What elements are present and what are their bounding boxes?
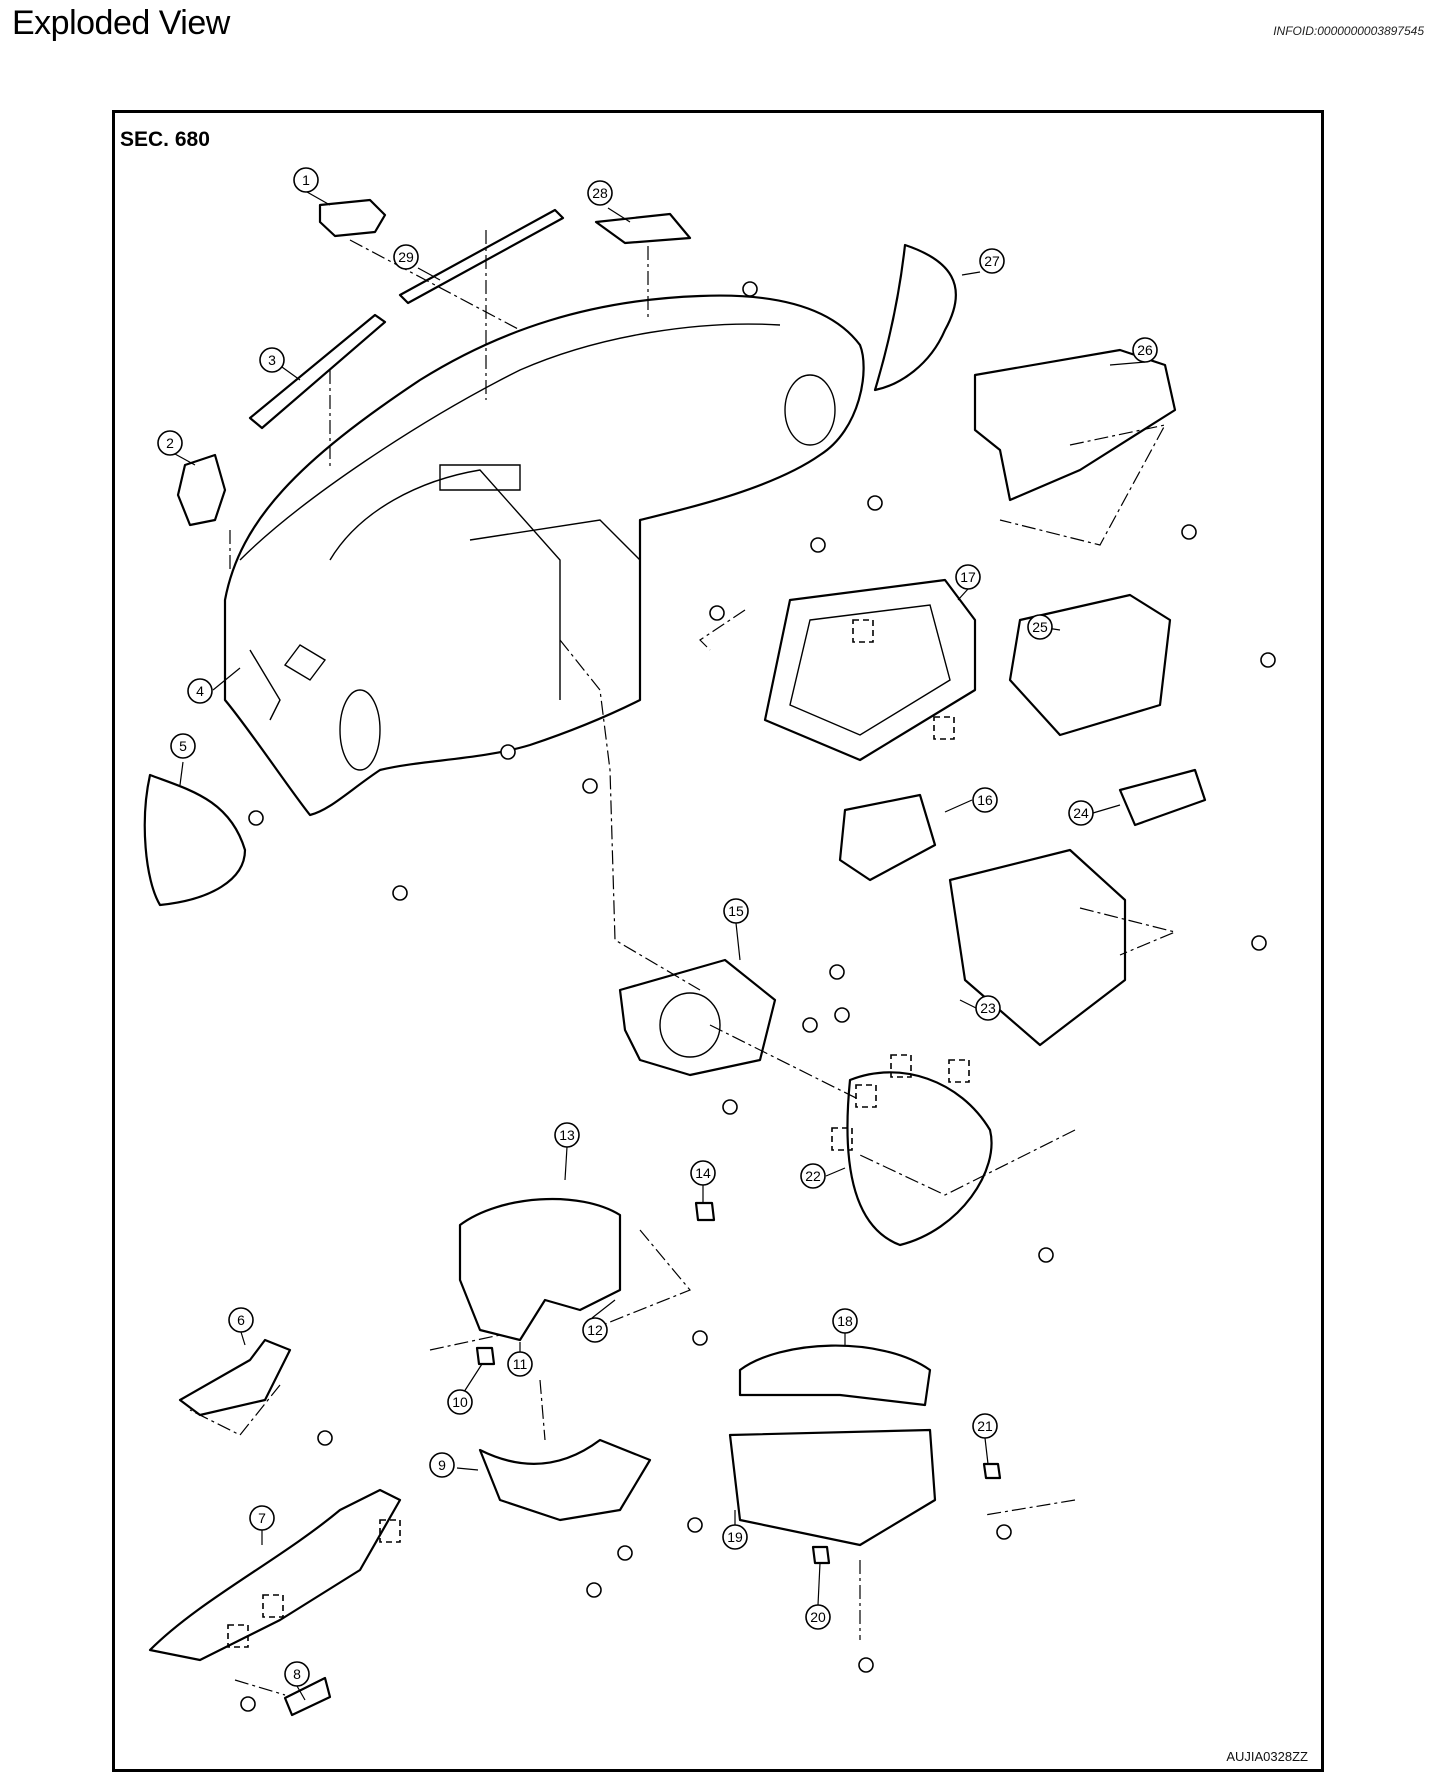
part-20-clip: [811, 1545, 831, 1565]
part-24-finisher: [1118, 768, 1207, 827]
svg-text:2: 2: [166, 435, 174, 451]
part-27-finisher: [873, 243, 957, 392]
callout-19: 19: [722, 1524, 748, 1550]
part-28-cover: [594, 212, 692, 245]
clip-markers: [227, 619, 970, 1648]
svg-text:20: 20: [810, 1609, 826, 1625]
callout-9: 9: [429, 1452, 455, 1478]
callout-28: 28: [587, 180, 613, 206]
callout-2: 2: [157, 430, 183, 456]
callout-4: 4: [187, 678, 213, 704]
svg-text:22: 22: [805, 1168, 821, 1184]
callout-11: 11: [507, 1351, 533, 1377]
svg-text:17: 17: [960, 569, 976, 585]
part-5-side-finisher: [143, 773, 247, 907]
callout-5: 5: [170, 733, 196, 759]
callout-27: 27: [979, 248, 1005, 274]
info-id: INFOID:0000000003897545: [1273, 24, 1424, 38]
svg-text:7: 7: [258, 1510, 266, 1526]
reference-code: AUJIA0328ZZ: [1226, 1749, 1308, 1764]
part-2-cover: [176, 453, 227, 527]
callout-29: 29: [393, 244, 419, 270]
diagram-frame: [112, 110, 1324, 1772]
svg-text:23: 23: [980, 1000, 996, 1016]
callout-17: 17: [955, 564, 981, 590]
part-21-clip: [982, 1462, 1002, 1480]
svg-text:28: 28: [592, 185, 608, 201]
part-14-clip: [694, 1201, 716, 1222]
svg-text:21: 21: [977, 1418, 993, 1434]
svg-text:14: 14: [695, 1165, 711, 1181]
callout-18: 18: [832, 1308, 858, 1334]
callout-10: 10: [447, 1389, 473, 1415]
part-18-upper-column-cover: [738, 1344, 932, 1407]
part-9-lower-cover: [478, 1438, 652, 1522]
part-7-lower-panel: [148, 1488, 402, 1662]
part-26-glove-box: [973, 348, 1177, 502]
part-13-steering-column-cover: [458, 1197, 622, 1342]
callout-23: 23: [975, 995, 1001, 1021]
callout-24: 24: [1068, 800, 1094, 826]
section-label: SEC. 680: [120, 128, 210, 151]
svg-text:25: 25: [1032, 619, 1048, 635]
part-6-bracket: [178, 1338, 292, 1417]
callout-21: 21: [972, 1413, 998, 1439]
part-1-cap: [318, 198, 387, 238]
svg-text:29: 29: [398, 249, 414, 265]
callout-12: 12: [582, 1317, 608, 1343]
callout-8: 8: [284, 1661, 310, 1687]
callout-15: 15: [723, 898, 749, 924]
callout-1: 1: [293, 167, 319, 193]
page-title: Exploded View: [12, 4, 230, 42]
svg-text:6: 6: [237, 1312, 245, 1328]
svg-text:3: 3: [268, 352, 276, 368]
bolts: [240, 281, 1276, 1712]
part-19-lower-column-cover: [728, 1428, 937, 1547]
part-17-cluster-lid: [763, 578, 977, 762]
svg-text:15: 15: [728, 903, 744, 919]
callout-13: 13: [554, 1122, 580, 1148]
svg-text:16: 16: [977, 792, 993, 808]
part-8-cover: [283, 1676, 332, 1717]
callout-7: 7: [249, 1505, 275, 1531]
callout-26: 26: [1132, 337, 1158, 363]
callout-25: 25: [1027, 614, 1053, 640]
callout-6: 6: [228, 1307, 254, 1333]
svg-text:8: 8: [293, 1666, 301, 1682]
alignment-lines: [189, 230, 1177, 1696]
svg-text:9: 9: [438, 1457, 446, 1473]
callout-22: 22: [800, 1163, 826, 1189]
part-29-defroster-grille: [398, 208, 565, 305]
svg-text:12: 12: [587, 1322, 603, 1338]
svg-text:13: 13: [559, 1127, 575, 1143]
part-16-switch-panel: [838, 793, 937, 882]
svg-text:5: 5: [179, 738, 187, 754]
part-10-clip: [475, 1346, 496, 1366]
callout-3: 3: [259, 347, 285, 373]
svg-text:1: 1: [302, 172, 310, 188]
svg-text:11: 11: [513, 1356, 528, 1372]
svg-text:27: 27: [984, 253, 1000, 269]
part-3-defroster-grille: [248, 313, 387, 430]
part-15-combination-meter: [618, 958, 777, 1077]
part-22-cluster-finisher: [846, 1071, 993, 1247]
part-23-ac-control: [948, 848, 1127, 1047]
svg-text:24: 24: [1073, 805, 1089, 821]
svg-text:4: 4: [196, 683, 204, 699]
callout-16: 16: [972, 787, 998, 813]
svg-text:18: 18: [837, 1313, 853, 1329]
callout-20: 20: [805, 1604, 831, 1630]
instrument-panel-body: [223, 294, 865, 817]
callout-14: 14: [690, 1160, 716, 1186]
svg-text:26: 26: [1137, 342, 1153, 358]
svg-text:10: 10: [452, 1394, 468, 1410]
svg-text:19: 19: [727, 1529, 743, 1545]
